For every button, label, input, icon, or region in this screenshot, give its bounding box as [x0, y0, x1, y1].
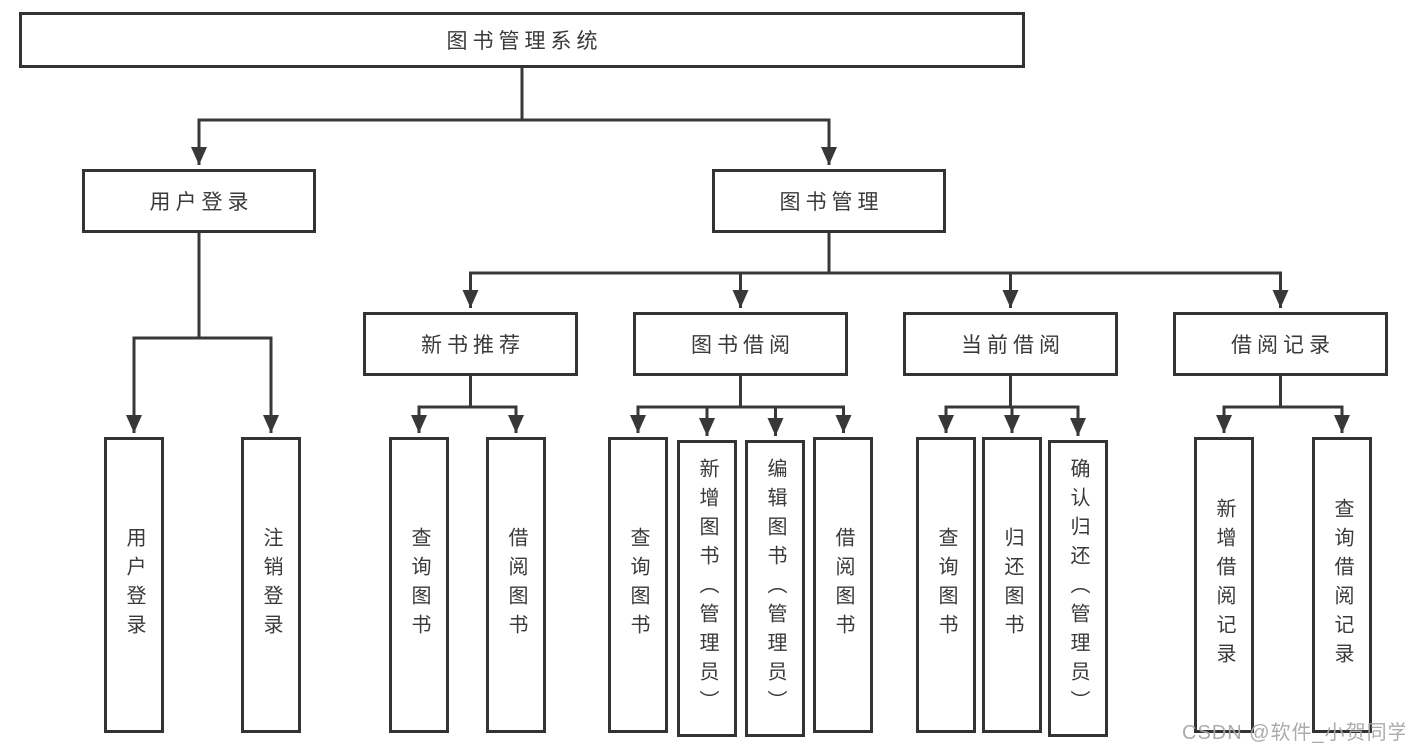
node-root-label: 图书管理系统 — [446, 30, 603, 53]
node-new-book-recommend: 新书推荐 — [363, 312, 578, 376]
leaf-currentgroup-confirm-return-admin-label: 确认归还（管理员） — [1067, 458, 1089, 719]
leaf-recordsgroup-add-record: 新增借阅记录 — [1194, 437, 1254, 733]
leaf-borrowgroup-borrow-books-label: 借阅图书 — [832, 527, 854, 643]
node-new-book-recommend-label: 新书推荐 — [421, 334, 525, 357]
leaf-currentgroup-return-books: 归还图书 — [982, 437, 1042, 733]
node-user-login-label: 用户登录 — [149, 191, 254, 214]
leaf-borrowgroup-edit-books-admin-label: 编辑图书（管理员） — [764, 458, 786, 719]
leaf-currentgroup-return-books-label: 归还图书 — [1001, 527, 1023, 643]
leaf-newgroup-borrow-books: 借阅图书 — [486, 437, 546, 733]
leaf-borrowgroup-query-books: 查询图书 — [608, 437, 668, 733]
leaf-borrowgroup-query-books-label: 查询图书 — [627, 527, 649, 643]
leaf-logout: 注销登录 — [241, 437, 301, 733]
leaf-recordsgroup-query-record-label: 查询借阅记录 — [1331, 498, 1353, 672]
leaf-user-login-label: 用户登录 — [123, 527, 145, 643]
leaf-recordsgroup-query-record: 查询借阅记录 — [1312, 437, 1372, 733]
node-borrow-records-label: 借阅记录 — [1231, 334, 1335, 357]
leaf-logout-label: 注销登录 — [260, 527, 282, 643]
leaf-user-login: 用户登录 — [104, 437, 164, 733]
leaf-borrowgroup-add-books-admin-label: 新增图书（管理员） — [696, 458, 718, 719]
leaf-newgroup-query-books: 查询图书 — [389, 437, 449, 733]
node-book-borrowing-label: 图书借阅 — [691, 334, 795, 357]
node-book-borrowing: 图书借阅 — [633, 312, 848, 376]
leaf-borrowgroup-add-books-admin: 新增图书（管理员） — [677, 440, 737, 737]
node-book-management-label: 图书管理 — [779, 191, 884, 214]
leaf-currentgroup-query-books-label: 查询图书 — [935, 527, 957, 643]
leaf-newgroup-query-books-label: 查询图书 — [408, 527, 430, 643]
node-borrow-records: 借阅记录 — [1173, 312, 1388, 376]
node-user-login: 用户登录 — [82, 169, 316, 233]
leaf-newgroup-borrow-books-label: 借阅图书 — [505, 527, 527, 643]
leaf-recordsgroup-add-record-label: 新增借阅记录 — [1213, 498, 1235, 672]
leaf-borrowgroup-edit-books-admin: 编辑图书（管理员） — [745, 440, 805, 737]
watermark: CSDN @软件_小贺同学 — [1182, 722, 1405, 744]
node-current-borrowing: 当前借阅 — [903, 312, 1118, 376]
node-book-management: 图书管理 — [712, 169, 946, 233]
leaf-currentgroup-query-books: 查询图书 — [916, 437, 976, 733]
leaf-borrowgroup-borrow-books: 借阅图书 — [813, 437, 873, 733]
node-current-borrowing-label: 当前借阅 — [961, 334, 1065, 357]
leaf-currentgroup-confirm-return-admin: 确认归还（管理员） — [1048, 440, 1108, 737]
node-root: 图书管理系统 — [19, 12, 1025, 68]
